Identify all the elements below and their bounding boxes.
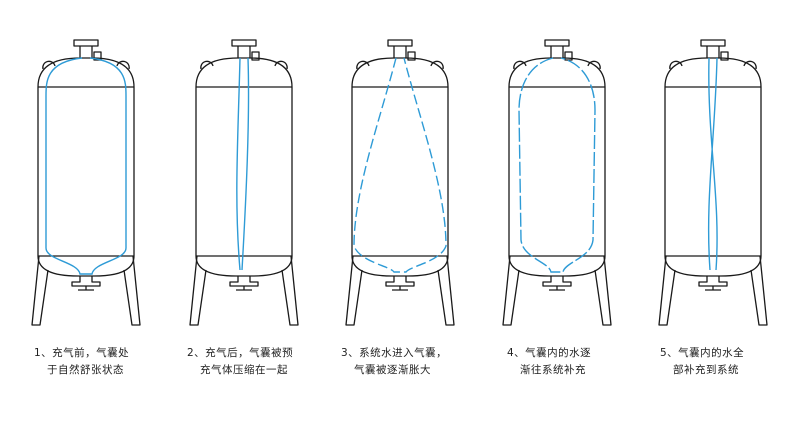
leg-right [123, 255, 141, 326]
stage-5-caption: 5、气囊内的水全 部补充到系统 [660, 345, 744, 379]
top-flange [231, 39, 257, 47]
leg-right [281, 255, 299, 326]
bladder [518, 57, 596, 273]
tank-shell [37, 57, 135, 277]
stage-2-caption-line2: 充气体压缩在一起 [200, 364, 288, 376]
lifting-lug-left [42, 60, 56, 70]
stage-2-caption: 2、充气后，气囊被预 充气体压缩在一起 [187, 345, 293, 379]
air-valve-icon [720, 51, 729, 61]
tank-5 [658, 39, 768, 326]
leg-left [345, 255, 363, 326]
lifting-lug-right [587, 60, 601, 70]
lifting-lug-right [743, 60, 757, 70]
water-port-icon [71, 276, 101, 287]
tank-4 [502, 39, 612, 326]
top-pipe [79, 46, 93, 58]
lifting-lug-left [669, 60, 683, 70]
leg-left [189, 255, 207, 326]
lifting-lug-left [356, 60, 370, 70]
port-fitting [392, 286, 408, 291]
top-flange [544, 39, 570, 47]
lifting-lug-right [430, 60, 444, 70]
tank-shell [508, 57, 606, 277]
bladder [353, 57, 447, 273]
leg-right [437, 255, 455, 326]
top-pipe [706, 46, 720, 58]
stage-3-caption-line2: 气囊被逐渐胀大 [354, 364, 431, 376]
water-port-icon [698, 276, 728, 287]
stage-3-caption-line1: 3、系统水进入气囊， [341, 347, 448, 359]
stage-5-caption-line1: 5、气囊内的水全 [660, 347, 745, 359]
tank-3 [345, 39, 455, 326]
stage-4-caption-line1: 4、气囊内的水逐 [507, 347, 592, 359]
stage-3-caption: 3、系统水进入气囊， 气囊被逐渐胀大 [341, 345, 447, 379]
leg-left [31, 255, 49, 326]
lifting-lug-right [116, 60, 130, 70]
port-fitting [236, 286, 252, 291]
air-valve-icon [251, 51, 260, 61]
air-valve-icon [93, 51, 102, 61]
tank-2 [189, 39, 299, 326]
tank-1 [31, 39, 141, 326]
water-port-icon [542, 276, 572, 287]
top-flange [73, 39, 99, 47]
top-flange [700, 39, 726, 47]
leg-left [502, 255, 520, 326]
top-pipe [550, 46, 564, 58]
top-pipe [237, 46, 251, 58]
stage-4-caption: 4、气囊内的水逐 渐往系统补充 [507, 345, 591, 379]
water-port-icon [385, 276, 415, 287]
stage-1-caption: 1、充气前，气囊处 于自然舒张状态 [34, 345, 129, 379]
lifting-lug-left [513, 60, 527, 70]
stage-1-caption-line1: 1、充气前，气囊处 [34, 347, 130, 359]
lifting-lug-right [274, 60, 288, 70]
bladder [236, 57, 250, 271]
stage-5-caption-line2: 部补充到系统 [673, 364, 739, 376]
stage-2-caption-line1: 2、充气后，气囊被预 [187, 347, 294, 359]
port-fitting [78, 286, 94, 291]
top-flange [387, 39, 413, 47]
port-fitting [549, 286, 565, 291]
leg-left [658, 255, 676, 326]
top-pipe [393, 46, 407, 58]
bladder [707, 57, 718, 271]
water-port-icon [229, 276, 259, 287]
leg-right [750, 255, 768, 326]
leg-right [594, 255, 612, 326]
port-fitting [705, 286, 721, 291]
stage-4-caption-line2: 渐往系统补充 [520, 364, 586, 376]
lifting-lug-left [200, 60, 214, 70]
stage-1-caption-line2: 于自然舒张状态 [47, 364, 124, 376]
bladder [45, 57, 127, 275]
air-valve-icon [407, 51, 416, 61]
